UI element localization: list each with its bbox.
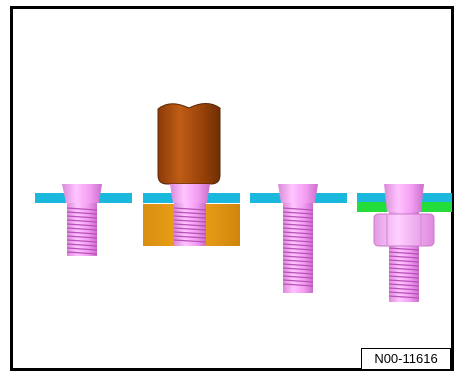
- bolt-head: [384, 184, 424, 212]
- thread-lines: [66, 207, 98, 255]
- thread-lines: [282, 207, 314, 287]
- bolt-head: [278, 184, 318, 203]
- thread-lines: [173, 207, 207, 243]
- bolt-head: [62, 184, 102, 203]
- panel-bolt-press-fit: [143, 103, 240, 246]
- punch-tool: [157, 103, 221, 185]
- panel-long-bolt-in-sheet: [250, 184, 347, 293]
- thread-lines: [388, 247, 420, 299]
- figure-reference-number: N00-11616: [361, 348, 451, 370]
- panel-bolt-in-sheet: [35, 184, 132, 256]
- hex-nut: [373, 213, 435, 247]
- bolt-head: [170, 184, 210, 203]
- panel-bolt-with-nut: [357, 184, 452, 302]
